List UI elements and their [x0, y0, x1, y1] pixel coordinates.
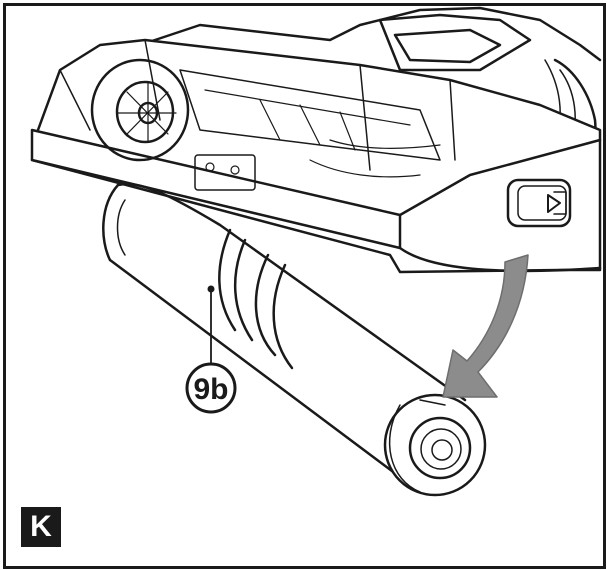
removal-arrow-icon — [442, 254, 529, 398]
panel-label: K — [21, 507, 61, 547]
figure-frame — [3, 3, 606, 569]
callout-label: 9b — [193, 373, 228, 406]
wheel — [90, 58, 190, 162]
callout: 9b — [185, 285, 237, 414]
brush-roll-illustration — [102, 182, 487, 497]
release-latch-icon — [506, 178, 572, 228]
nozzle-housing — [30, 38, 602, 274]
motor-housing — [138, 6, 602, 192]
